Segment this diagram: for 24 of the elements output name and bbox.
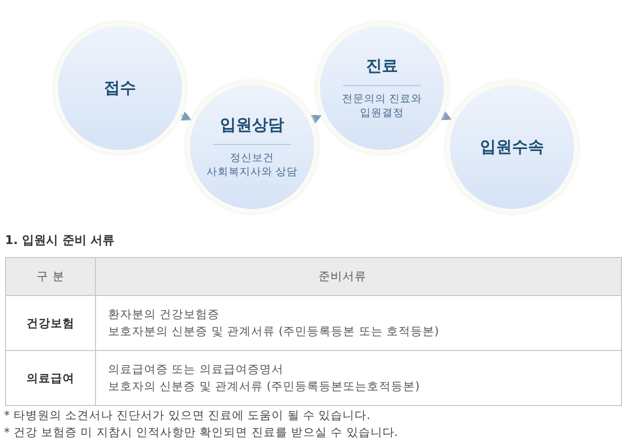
note-text: * 타병원의 소견서나 진단서가 있으면 진료에 도움이 될 수 있습니다. bbox=[4, 408, 370, 423]
arrow bbox=[180, 111, 192, 121]
step-description: 정신보건 사회복지사와 상담 bbox=[205, 150, 299, 180]
note-text: * 건강 보험증 미 지참시 인적사항만 확인되면 진료를 받으실 수 있습니다. bbox=[4, 425, 398, 439]
step-title: 입원수속 bbox=[480, 136, 544, 158]
step-title: 입원상담 bbox=[220, 114, 284, 136]
arrow bbox=[440, 111, 452, 120]
section-heading: 1. 입원시 준비 서류 bbox=[5, 232, 114, 249]
step-description: 전문의의 진료와 입원결정 bbox=[340, 92, 424, 120]
step-title: 진료 bbox=[366, 56, 398, 77]
process-circle bbox=[190, 85, 314, 209]
process-circle bbox=[450, 85, 574, 209]
cell-text: 환자분의 건강보험증 bbox=[108, 306, 221, 323]
process-circle bbox=[320, 26, 444, 150]
column-header: 구 분 bbox=[36, 268, 66, 285]
process-circle bbox=[58, 26, 182, 150]
arrow bbox=[310, 114, 322, 124]
row-header: 건강보험 bbox=[26, 314, 76, 332]
cell-text: 보호자분의 신분증 및 관계서류 (주민등록등본 또는 호적등본) bbox=[108, 323, 440, 340]
step-title: 접수 bbox=[104, 78, 136, 98]
cell-text: 의료급여증 또는 의료급여증명서 bbox=[108, 361, 284, 378]
row-header: 의료급여 bbox=[26, 370, 76, 386]
column-header: 준비서류 bbox=[318, 268, 368, 285]
cell-text: 보호자의 신분증 및 관계서류 (주민등록등본또는호적등본) bbox=[108, 378, 421, 395]
